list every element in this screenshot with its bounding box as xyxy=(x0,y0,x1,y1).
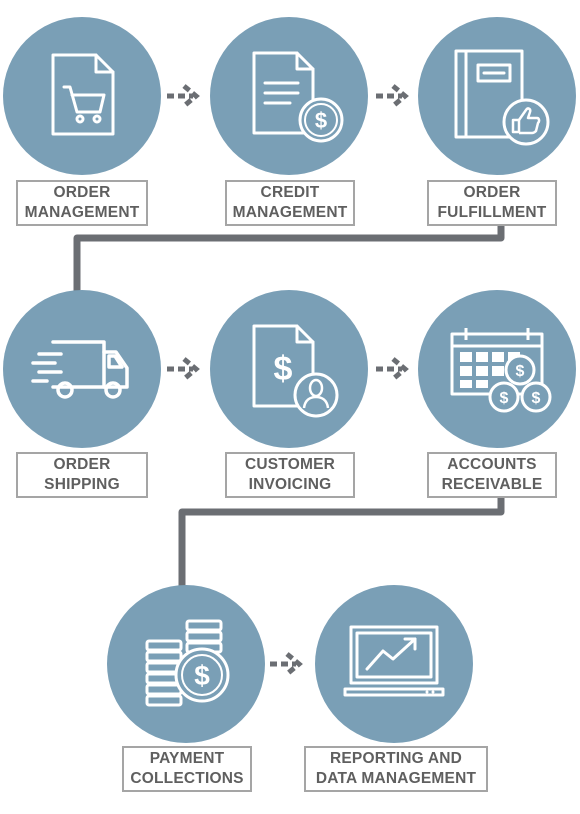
step-8-circle xyxy=(315,585,473,743)
notebook-thumbs-up-icon xyxy=(454,49,550,146)
step-6-circle: $ $ $ xyxy=(418,290,576,448)
step-1-circle xyxy=(3,17,161,175)
invoice-customer-icon: $ xyxy=(252,324,339,418)
step-5-label: CUSTOMER INVOICING xyxy=(225,452,355,498)
step-3-label: ORDER FULFILLMENT xyxy=(427,180,557,226)
arrow-5-icon xyxy=(270,652,303,676)
calendar-coins-icon: $ $ $ xyxy=(450,328,552,413)
svg-text:$: $ xyxy=(274,350,293,388)
arrow-1-icon xyxy=(167,84,200,108)
svg-text:$: $ xyxy=(194,660,210,691)
step-3-circle xyxy=(418,17,576,175)
arrow-2-icon xyxy=(376,84,409,108)
step-4-circle xyxy=(3,290,161,448)
step-2-circle: $ xyxy=(210,17,368,175)
step-2-label: CREDIT MANAGEMENT xyxy=(225,180,355,226)
connector-row1-row2 xyxy=(73,224,505,292)
svg-text:$: $ xyxy=(532,390,541,407)
laptop-growth-chart-icon xyxy=(343,625,445,697)
arrow-4-icon xyxy=(376,357,409,381)
delivery-truck-icon xyxy=(31,340,129,399)
svg-text:$: $ xyxy=(500,390,509,407)
svg-text:$: $ xyxy=(516,363,525,380)
coin-stacks-icon: $ xyxy=(145,619,230,707)
step-8-label: REPORTING AND DATA MANAGEMENT xyxy=(304,746,488,792)
step-6-label: ACCOUNTS RECEIVABLE xyxy=(427,452,557,498)
step-5-circle: $ xyxy=(210,290,368,448)
document-dollar-icon: $ xyxy=(252,51,344,143)
svg-text:$: $ xyxy=(315,108,327,133)
shopping-cart-document-icon xyxy=(51,53,115,136)
connector-row2-row3 xyxy=(178,494,505,586)
step-7-circle: $ xyxy=(107,585,265,743)
arrow-3-icon xyxy=(167,357,200,381)
step-1-label: ORDER MANAGEMENT xyxy=(16,180,148,226)
step-7-label: PAYMENT COLLECTIONS xyxy=(122,746,252,792)
step-4-label: ORDER SHIPPING xyxy=(16,452,148,498)
